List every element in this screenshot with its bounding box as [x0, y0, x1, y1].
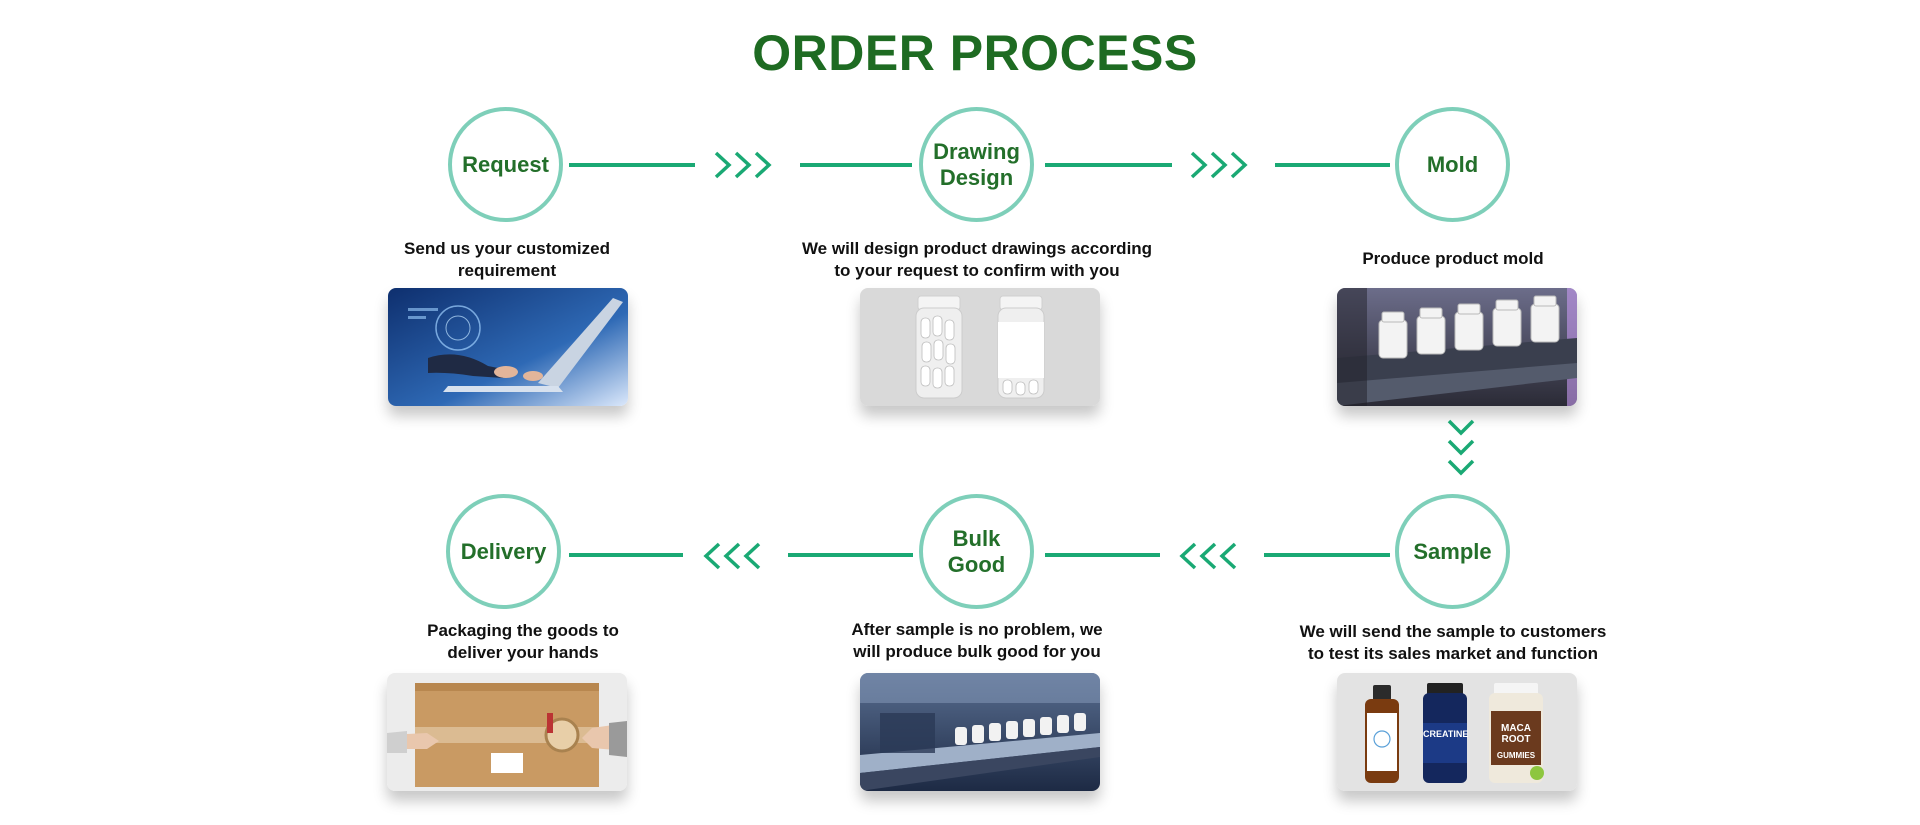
connector-line — [800, 163, 912, 167]
chevron-down-icon — [1447, 419, 1475, 476]
sample-products-image: CREATINE MACA ROOT GUMMIES — [1337, 673, 1577, 791]
step-drawing-design-node: Drawing Design — [919, 107, 1034, 222]
step-bulk-good-label: Bulk Good — [947, 525, 1006, 577]
step-sample-description: We will send the sample to customers to … — [1299, 622, 1607, 663]
connector-line — [1264, 553, 1390, 557]
step-sample-label: Sample — [1413, 538, 1492, 564]
connector-line — [1045, 553, 1160, 557]
creatine-label: CREATINE — [1423, 729, 1469, 739]
bulk-production-image — [860, 673, 1100, 791]
step-mold-label: Mold — [1426, 151, 1479, 177]
maca-root-label: MACA ROOT — [1501, 723, 1531, 745]
chevron-left-icon — [1179, 542, 1237, 570]
connector-line — [569, 163, 695, 167]
step-mold-description: Produce product mold — [1362, 249, 1544, 268]
chevron-right-icon — [714, 151, 772, 179]
chevron-left-icon — [703, 542, 761, 570]
step-delivery-description: Packaging the goods to deliver your hand… — [427, 621, 619, 662]
step-delivery-node: Delivery — [446, 494, 561, 609]
connector-line — [788, 553, 913, 557]
drawing-bottles-image — [860, 288, 1100, 406]
step-sample-node: Sample — [1395, 494, 1510, 609]
step-bulk-good-node: Bulk Good — [919, 494, 1034, 609]
connector-line — [1045, 163, 1172, 167]
request-laptop-image — [388, 288, 628, 406]
chevron-right-icon — [1190, 151, 1248, 179]
step-request-description: Send us your customized requirement — [404, 239, 610, 280]
step-drawing-design-description: We will design product drawings accordin… — [801, 239, 1153, 280]
delivery-box-image — [387, 673, 627, 791]
step-mold-node: Mold — [1395, 107, 1510, 222]
mold-machine-image — [1337, 288, 1577, 406]
page-title: ORDER PROCESS — [752, 25, 1198, 81]
connector-line — [1275, 163, 1390, 167]
step-request-label: Request — [462, 151, 549, 177]
step-drawing-design-label: Drawing Design — [933, 138, 1020, 190]
step-request-node: Request — [448, 107, 563, 222]
connector-line — [569, 553, 683, 557]
gummies-label: GUMMIES — [1496, 751, 1536, 760]
step-bulk-good-description: After sample is no problem, we will prod… — [851, 620, 1103, 661]
step-delivery-label: Delivery — [460, 538, 547, 564]
